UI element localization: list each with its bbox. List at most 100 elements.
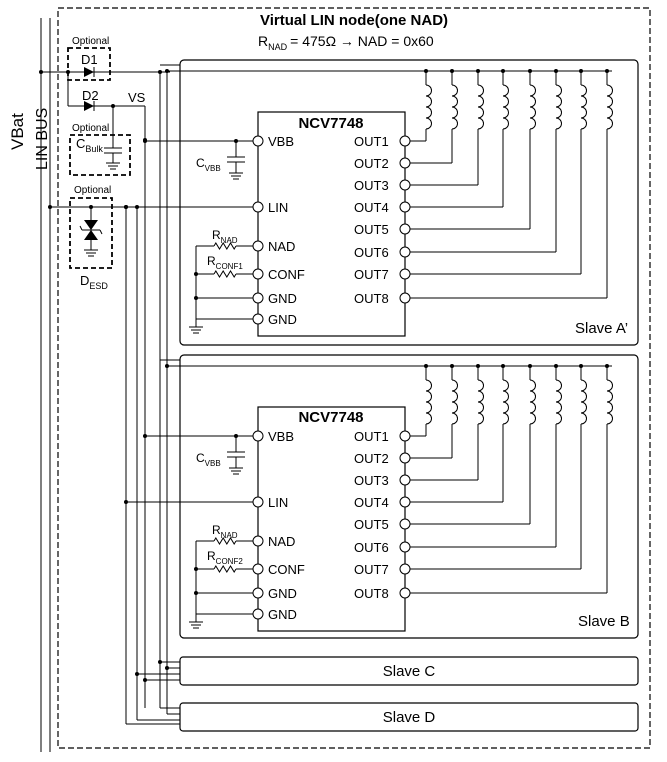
d1-label: D1 xyxy=(81,52,98,67)
pin-label-out1: OUT1 xyxy=(354,134,389,149)
pin-circle xyxy=(252,240,264,252)
rnad-resistor-icon xyxy=(213,537,237,545)
pin-label-out4: OUT4 xyxy=(354,200,389,215)
pin-label-out2: OUT2 xyxy=(354,156,389,171)
slave-a-outline xyxy=(179,59,639,346)
rnad-resistor-icon xyxy=(213,242,237,250)
slave-c-box xyxy=(179,656,639,686)
coil-load-icon xyxy=(555,379,562,425)
d1-diode-icon xyxy=(84,67,94,77)
lin-bus-label: LIN BUS xyxy=(34,108,51,170)
d1-optional-box xyxy=(67,47,111,81)
coil-load-icon xyxy=(451,379,458,425)
pin-circle xyxy=(399,292,411,304)
coil-load-icon xyxy=(529,84,536,130)
pin-circle xyxy=(399,496,411,508)
ic-b-name: NCV7748 xyxy=(298,409,363,426)
rconf-resistor-icon xyxy=(213,565,237,573)
pin-circle xyxy=(399,452,411,464)
pin-circle xyxy=(399,223,411,235)
pin-label-out7: OUT7 xyxy=(354,562,389,577)
coil-load-icon xyxy=(425,379,432,425)
rnad-label: RNAD xyxy=(212,523,238,540)
desd-optional-box xyxy=(69,197,113,269)
pin-label-out8: OUT8 xyxy=(354,291,389,306)
pin-label-out4: OUT4 xyxy=(354,495,389,510)
pin-circle xyxy=(399,587,411,599)
slave-ic-pins: VBBLINNADCONFGNDGNDOUT1OUT2OUT3OUT4OUT5O… xyxy=(124,359,613,629)
coil-load-icon xyxy=(477,84,484,130)
cbulk-optional-label: Optional xyxy=(72,123,109,134)
ic-a-name: NCV7748 xyxy=(298,115,363,132)
desd-label: DESD xyxy=(80,273,108,291)
pin-circle xyxy=(399,201,411,213)
coil-load-icon xyxy=(502,379,509,425)
pin-label-vbb: VBB xyxy=(268,429,294,444)
coil-load-icon xyxy=(555,84,562,130)
rnad-label: RNAD xyxy=(212,228,238,245)
pin-label-out5: OUT5 xyxy=(354,222,389,237)
pin-label-gnd: GND xyxy=(268,586,297,601)
coil-load-icon xyxy=(451,84,458,130)
pin-label-out1: OUT1 xyxy=(354,429,389,444)
pin-label-gnd: GND xyxy=(268,291,297,306)
pin-label-vbb: VBB xyxy=(268,134,294,149)
rconf-label: RCONF2 xyxy=(207,549,243,566)
pin-label-out6: OUT6 xyxy=(354,540,389,555)
cbulk-optional-box xyxy=(69,134,131,176)
pin-circle xyxy=(399,518,411,530)
pin-circle xyxy=(399,541,411,553)
pin-circle xyxy=(399,135,411,147)
slave-b-ic: NCV7748 xyxy=(257,406,406,632)
pin-label-gnd: GND xyxy=(268,312,297,327)
coil-load-icon xyxy=(477,379,484,425)
desd-optional-label: Optional xyxy=(74,185,111,196)
slave-a-name: Slave A’ xyxy=(575,320,628,337)
pin-circle xyxy=(252,563,264,575)
rconf-label: RCONF1 xyxy=(207,254,243,271)
node-title: Virtual LIN node(one NAD) xyxy=(260,12,448,29)
pin-circle xyxy=(252,535,264,547)
coil-load-icon xyxy=(580,379,587,425)
d1-optional-label: Optional xyxy=(72,36,109,47)
pin-circle xyxy=(252,496,264,508)
vs-label: VS xyxy=(128,90,146,105)
d2-label: D2 xyxy=(82,88,99,103)
slave-ic-pins: VBBLINNADCONFGNDGNDOUT1OUT2OUT3OUT4OUT5O… xyxy=(124,64,613,334)
pin-label-out7: OUT7 xyxy=(354,267,389,282)
coil-load-icon xyxy=(529,379,536,425)
pin-circle xyxy=(252,201,264,213)
pin-label-gnd: GND xyxy=(268,607,297,622)
pin-circle xyxy=(252,292,264,304)
pin-circle xyxy=(399,179,411,191)
pin-circle xyxy=(252,268,264,280)
pin-label-out2: OUT2 xyxy=(354,451,389,466)
d2-diode-icon xyxy=(84,101,94,111)
pin-circle xyxy=(399,563,411,575)
slave-b-outline xyxy=(179,354,639,639)
slave-d-name: Slave D xyxy=(383,709,436,726)
pin-label-out3: OUT3 xyxy=(354,178,389,193)
pin-label-conf: CONF xyxy=(268,267,305,282)
pin-circle xyxy=(252,587,264,599)
nad-subtitle: RNAD= 475Ω → NAD = 0x60 xyxy=(258,33,434,52)
cvbb-label: CVBB xyxy=(196,451,221,468)
rconf-resistor-icon xyxy=(213,270,237,278)
pin-circle xyxy=(252,135,264,147)
pin-circle xyxy=(399,474,411,486)
pin-label-lin: LIN xyxy=(268,495,288,510)
pin-circle xyxy=(252,608,264,620)
slave-c-name: Slave C xyxy=(383,663,436,680)
pin-circle xyxy=(399,246,411,258)
slave-d-box xyxy=(179,702,639,732)
slave-a-ic: NCV7748 xyxy=(257,111,406,337)
pin-label-lin: LIN xyxy=(268,200,288,215)
coil-load-icon xyxy=(502,84,509,130)
coil-load-icon xyxy=(580,84,587,130)
pin-circle xyxy=(399,157,411,169)
pin-circle xyxy=(399,268,411,280)
pin-circle xyxy=(399,430,411,442)
pin-label-nad: NAD xyxy=(268,534,295,549)
cvbb-label: CVBB xyxy=(196,156,221,173)
